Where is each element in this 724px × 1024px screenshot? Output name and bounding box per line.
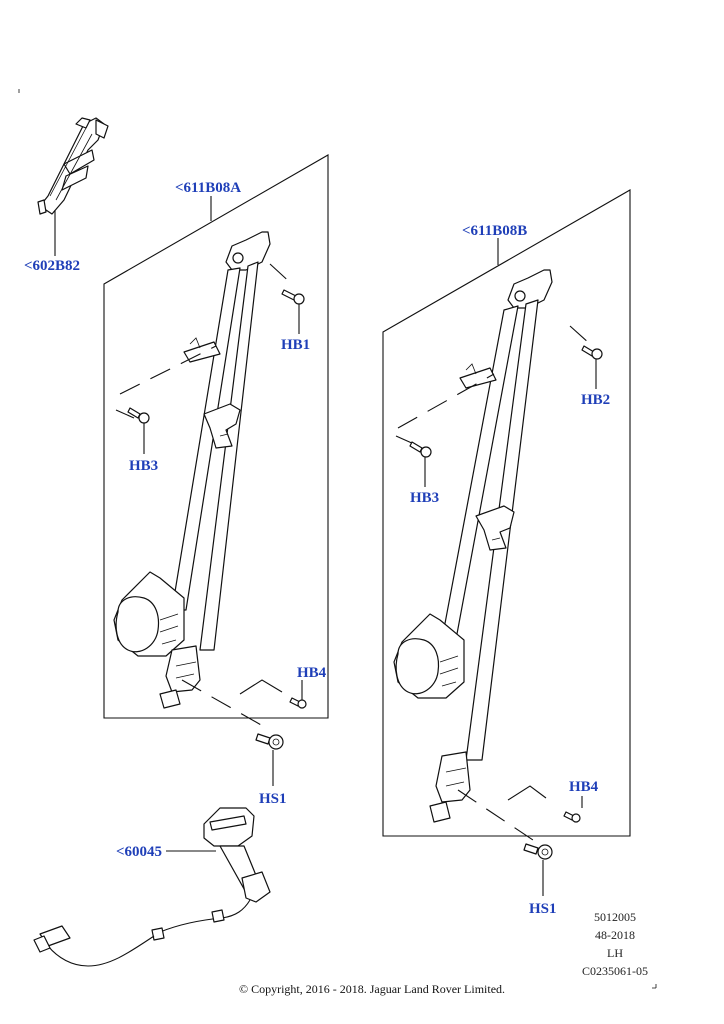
seat-belt-assembly-left[interactable]: [113, 231, 271, 709]
alignment-line: [569, 325, 591, 345]
buckle-assembly[interactable]: [33, 807, 271, 967]
alignment-line: [239, 679, 283, 695]
label-hb4-left[interactable]: HB4: [297, 665, 327, 681]
diagram-side: LH: [607, 946, 623, 960]
bolt-hb1[interactable]: [281, 289, 305, 305]
bolt-hb4-right[interactable]: [563, 811, 581, 823]
bolt-hb3-right[interactable]: [409, 441, 432, 458]
label-60045[interactable]: <60045: [116, 844, 162, 860]
label-hb4-right[interactable]: HB4: [569, 779, 599, 795]
alignment-line: [457, 789, 543, 847]
corner-mark: [652, 984, 657, 989]
bolt-hb2[interactable]: [581, 345, 603, 360]
label-hb2[interactable]: HB2: [581, 392, 610, 408]
bolt-hs1-right[interactable]: [523, 843, 553, 860]
copyright-notice: © Copyright, 2016 - 2018. Jaguar Land Ro…: [239, 982, 505, 996]
bolt-hb4-left[interactable]: [289, 697, 307, 709]
label-hb3-left[interactable]: HB3: [129, 458, 158, 474]
bolt-hb3-left[interactable]: [127, 407, 150, 424]
label-hb3-right[interactable]: HB3: [410, 490, 439, 506]
alignment-line: [119, 345, 217, 395]
label-602b82[interactable]: <602B82: [24, 258, 80, 274]
seat-belt-assembly-right[interactable]: [393, 269, 553, 823]
bolt-hs1-left[interactable]: [255, 733, 284, 750]
alignment-line: [115, 409, 135, 419]
panel-611b08b: [382, 189, 631, 837]
diagram-code: 5012005: [594, 910, 636, 924]
diagram-reference: C0235061-05: [582, 964, 648, 978]
panel-611b08a: [103, 154, 329, 719]
alignment-line: [397, 373, 495, 429]
diagram-date: 48-2018: [595, 928, 635, 942]
alignment-line: [507, 785, 547, 801]
label-611b08b[interactable]: <611B08B: [462, 223, 527, 239]
alignment-line: [269, 263, 295, 287]
alignment-line: [181, 679, 271, 731]
label-hs1-right[interactable]: HS1: [529, 901, 557, 917]
height-adjuster-part[interactable]: [37, 117, 109, 215]
label-611b08a[interactable]: <611B08A: [175, 180, 241, 196]
label-hb1[interactable]: HB1: [281, 337, 310, 353]
label-hs1-left[interactable]: HS1: [259, 791, 287, 807]
